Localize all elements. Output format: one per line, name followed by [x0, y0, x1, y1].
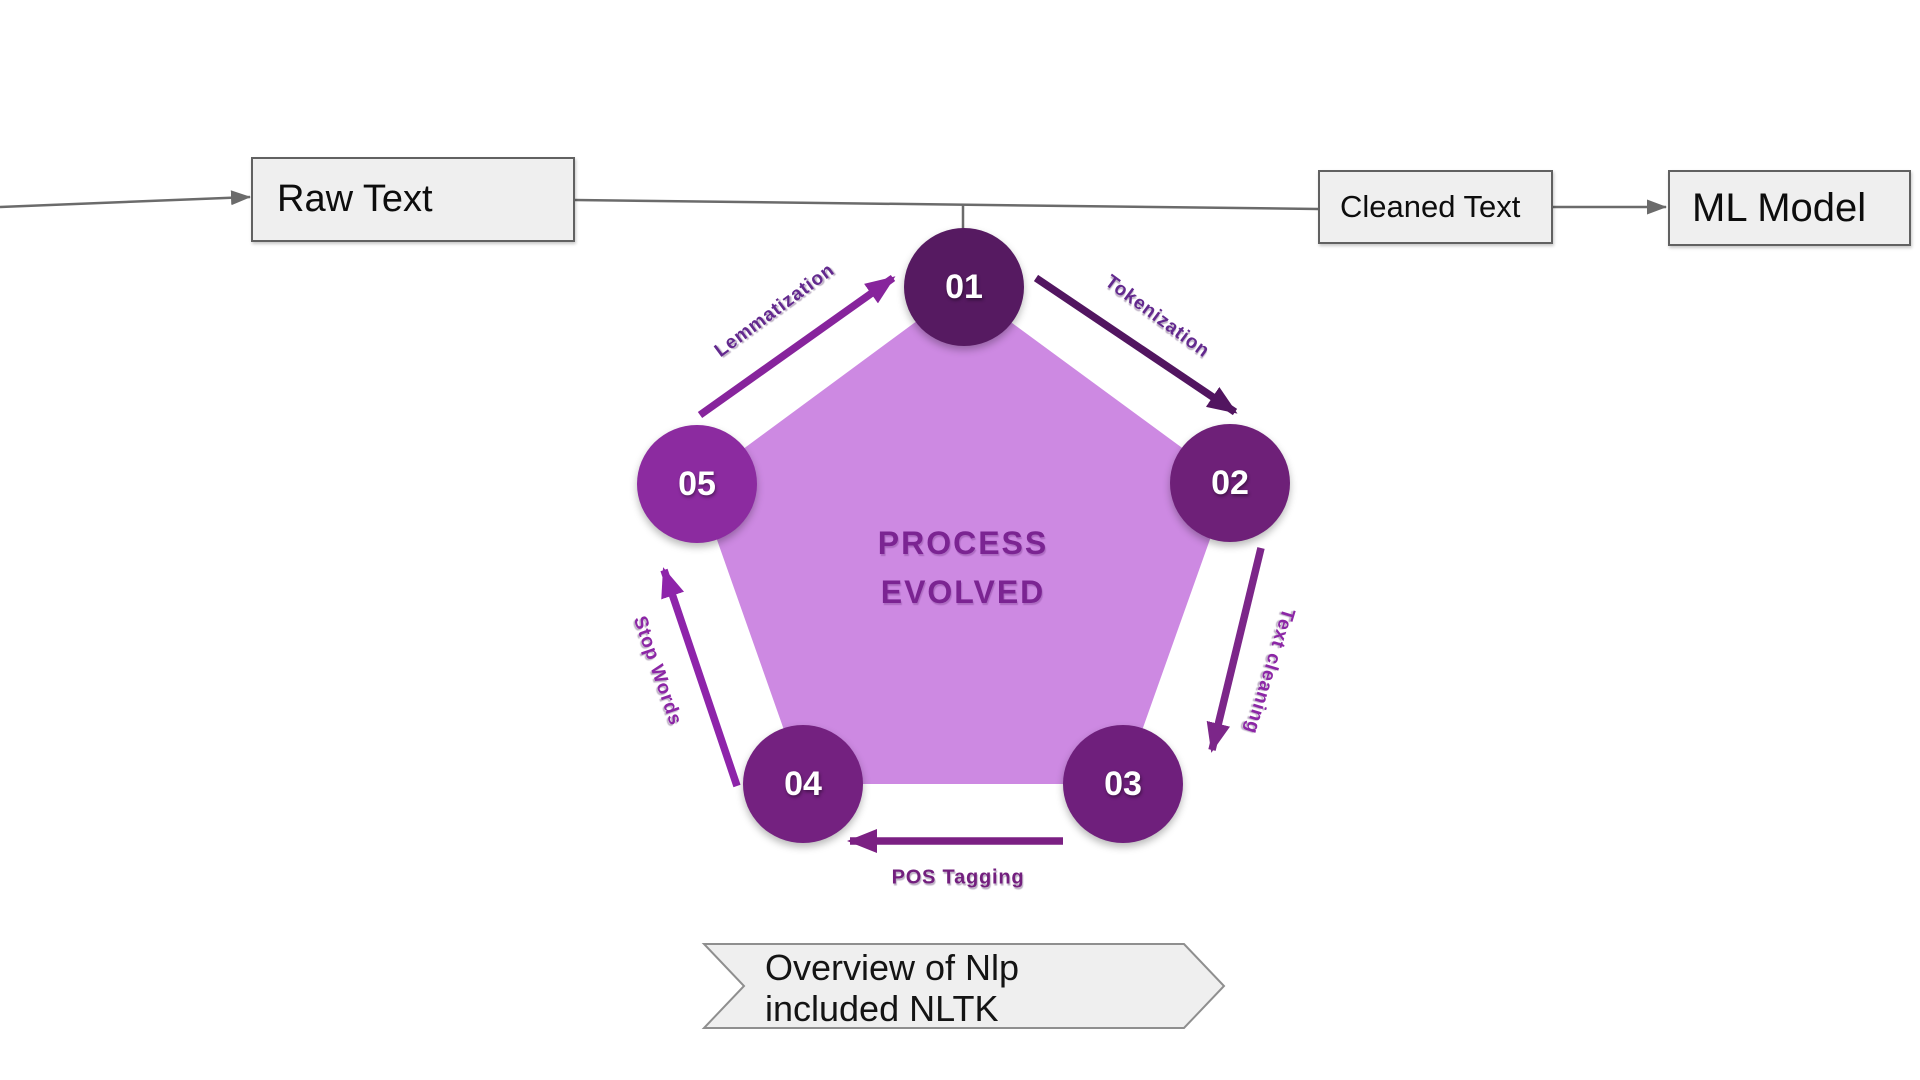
cleaned-text-box: Cleaned Text [1318, 170, 1553, 244]
banner-caption-line1: Overview of Nlp [765, 947, 1020, 988]
banner-ribbon-shape [701, 943, 1226, 1029]
banner-caption-line2: included NLTK [765, 988, 999, 1029]
cleaned-text-label: Cleaned Text [1340, 189, 1521, 224]
connector-left-to-raw-text [0, 190, 251, 209]
step-number: 05 [678, 464, 716, 503]
pentagon-title-line2: EVOLVED [880, 574, 1046, 610]
stop-words-arrow [660, 567, 741, 788]
lemmatization-arrow [697, 274, 896, 419]
tokenization-arrow [1033, 274, 1238, 416]
step-circle-03: 03 [1063, 725, 1183, 843]
pentagon-title: PROCESS EVOLVED [878, 519, 1048, 617]
connector-raw-to-cleaned [574, 198, 1319, 211]
step-number: 03 [1104, 764, 1142, 803]
pos-tagging-label: POS Tagging [891, 866, 1025, 889]
step-circle-05: 05 [637, 425, 757, 543]
raw-text-box: Raw Text [251, 157, 575, 242]
step-circle-02: 02 [1170, 424, 1290, 542]
step-number: 02 [1211, 463, 1249, 502]
pentagon-shape [697, 287, 1230, 784]
banner-caption: Overview of Nlp included NLTK [765, 947, 1019, 1029]
raw-text-label: Raw Text [277, 178, 433, 220]
ml-model-label: ML Model [1692, 185, 1867, 230]
step-number: 04 [784, 764, 822, 803]
step-circle-04: 04 [743, 725, 863, 843]
pentagon-title-line1: PROCESS [877, 525, 1049, 561]
step-number: 01 [945, 267, 983, 306]
step-circle-01: 01 [904, 228, 1024, 346]
text-cleaning-arrow [1206, 547, 1265, 753]
ml-model-box: ML Model [1668, 170, 1911, 246]
